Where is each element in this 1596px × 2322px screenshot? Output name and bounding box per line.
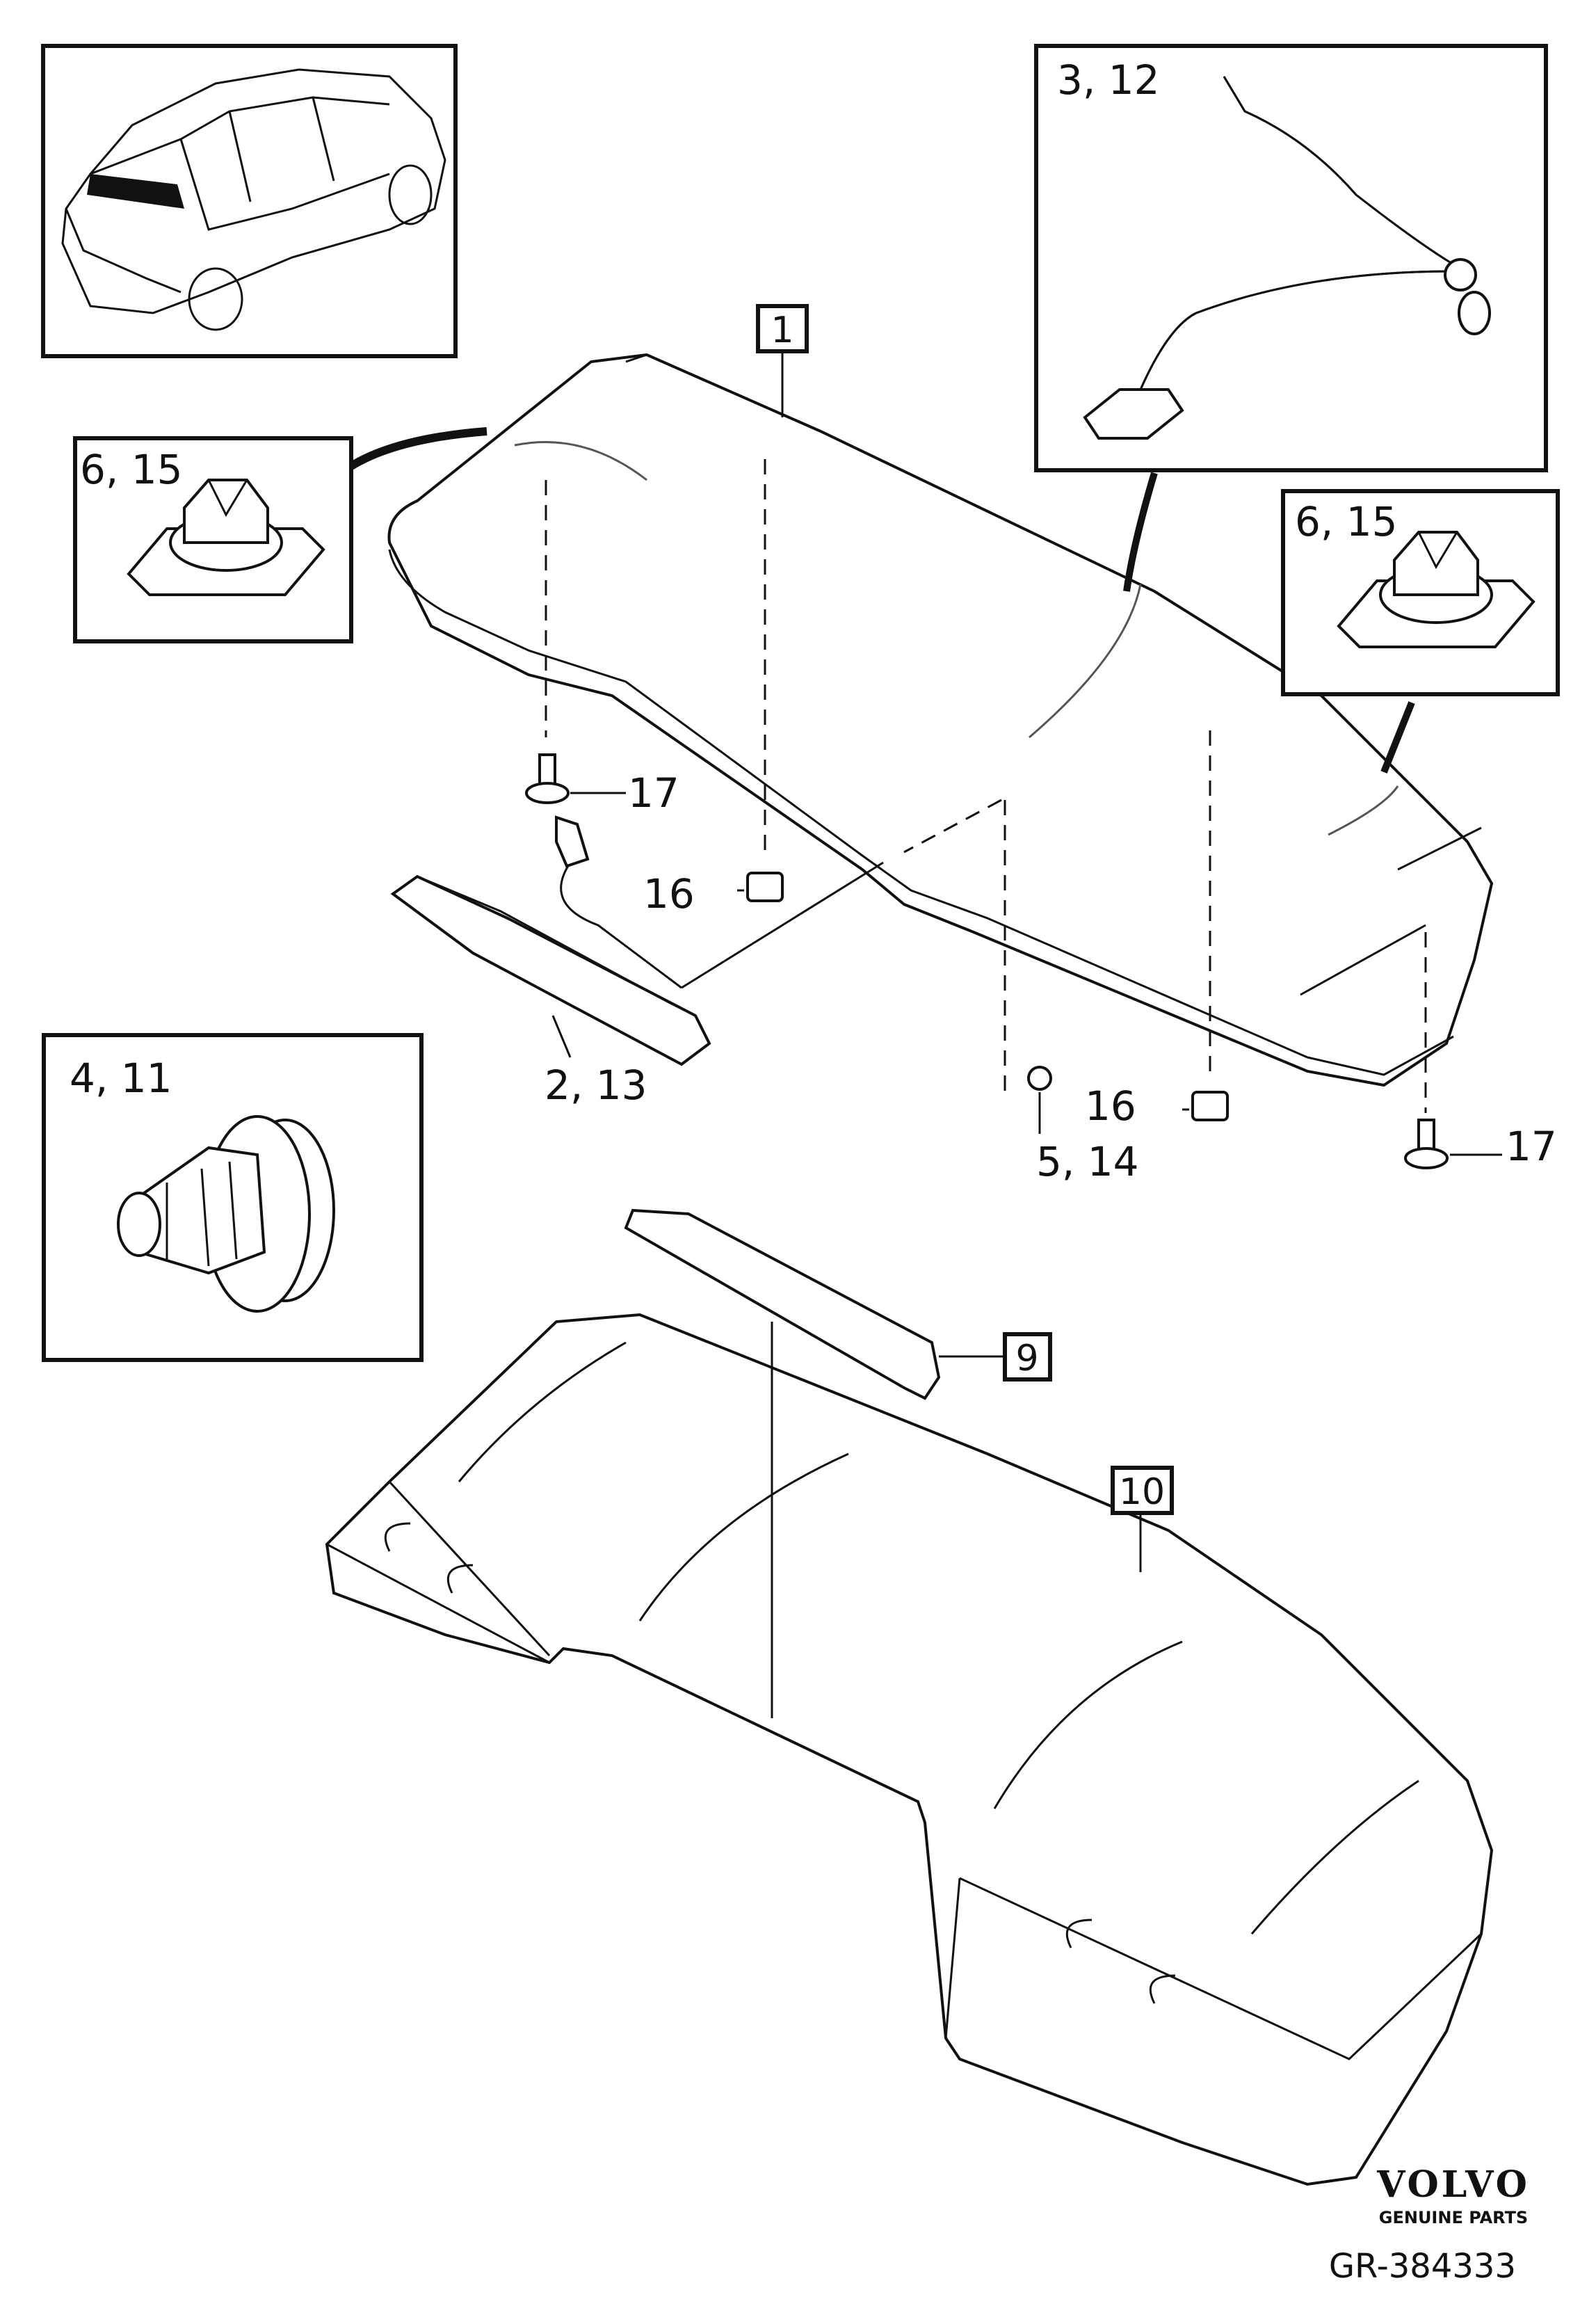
washer-hose-inset [1034,44,1548,592]
car-outline-icon [61,68,446,331]
callout-9: 9 [1015,1338,1038,1379]
clip-inset-left [73,427,487,643]
vehicle-overview-inset [41,44,458,358]
callout-4-11: 4, 11 [70,1055,172,1102]
callout-6-15-left: 6, 15 [80,446,183,493]
callouts: 1 2, 13 3, 12 4, 11 5, 14 6, 15 6, 15 9 … [70,56,1557,1515]
mounting-lines [545,459,1427,1113]
callout-10: 10 [1119,1471,1165,1513]
pad-part [624,1208,1005,1400]
spoiler-part [387,353,1494,1087]
callout-2-13: 2, 13 [545,1062,647,1109]
clip-icon [127,479,325,596]
screw-left [525,753,626,804]
nut-small [1027,1066,1052,1134]
brake-light-part [390,815,884,1066]
callout-16-left: 16 [643,870,695,918]
clip-icon [1337,531,1535,648]
brand-tagline: GENUINE PARTS [1379,2208,1528,2227]
cover-part [325,1313,1494,2186]
callout-17-left: 17 [628,769,679,817]
brand-logo: VOLVO [1376,2163,1530,2206]
hose-icon [1083,76,1491,440]
callout-1: 1 [771,310,793,351]
callout-6-15-right: 6, 15 [1295,498,1398,545]
footer: VOLVO GENUINE PARTS GR-384333 [1329,2163,1530,2286]
grommet-inset [42,1033,424,1362]
callout-17-right: 17 [1506,1123,1557,1170]
nut-left [737,872,784,902]
screw-right [1404,1119,1502,1169]
callout-16-right: 16 [1085,1082,1136,1130]
grommet-icon [117,1115,335,1313]
callout-3-12: 3, 12 [1057,56,1160,104]
clip-inset-right [1281,489,1560,774]
nut-right [1182,1091,1229,1121]
callout-5-14: 5, 14 [1036,1138,1139,1185]
diagram-code: GR-384333 [1329,2247,1516,2286]
